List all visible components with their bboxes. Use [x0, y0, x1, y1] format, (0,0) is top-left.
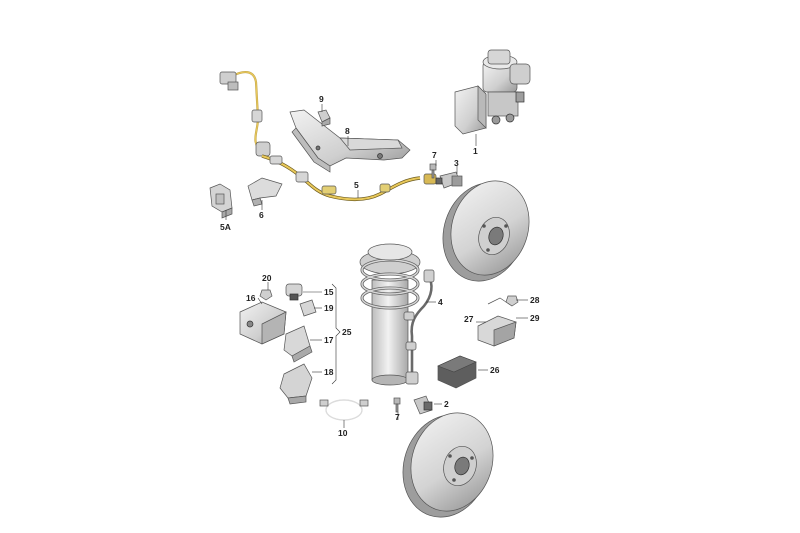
label-27: 27 — [464, 314, 474, 324]
label-25: 25 — [342, 327, 352, 337]
label-18: 18 — [324, 367, 334, 377]
wheel-speed-sensor-3 — [435, 171, 463, 189]
bracket-17 — [283, 325, 313, 363]
label-8: 8 — [345, 126, 350, 136]
bracket-6 — [247, 177, 283, 207]
label-20: 20 — [262, 273, 272, 283]
label-5a: 5A — [220, 222, 231, 232]
module-16 — [239, 301, 287, 345]
part-labels: 1 9 8 7 3 5 5A 6 20 15 16 19 25 17 18 4 … — [220, 94, 540, 438]
label-9: 9 — [319, 94, 324, 104]
brake-disc-upper — [442, 180, 530, 282]
label-3: 3 — [454, 158, 459, 168]
harness-4 — [403, 269, 435, 385]
nut-28 — [505, 295, 519, 307]
holder-5a — [209, 183, 233, 219]
bracket-19 — [299, 299, 317, 317]
label-2: 2 — [444, 399, 449, 409]
label-19: 19 — [324, 303, 334, 313]
bolt-7-upper — [429, 163, 437, 179]
spring-strut — [359, 243, 421, 386]
label-29: 29 — [530, 313, 540, 323]
label-15: 15 — [324, 287, 334, 297]
leader-lines — [225, 104, 528, 428]
label-7-upper: 7 — [432, 150, 437, 160]
group-bracket-25 — [331, 283, 341, 385]
sensor-harness-5 — [261, 154, 437, 202]
label-28: 28 — [530, 295, 540, 305]
label-7-lower: 7 — [395, 412, 400, 422]
harness-upper-grey — [219, 70, 271, 157]
nut-20 — [259, 289, 273, 301]
carrier-bracket — [289, 109, 411, 173]
clip-15 — [285, 283, 303, 301]
bolt-7-lower — [393, 397, 401, 413]
label-4: 4 — [438, 297, 443, 307]
bracket-18 — [279, 363, 313, 405]
clamp-10 — [319, 399, 369, 421]
label-1: 1 — [473, 146, 478, 156]
label-6: 6 — [259, 210, 264, 220]
bracket-27 — [477, 297, 517, 347]
mount-26 — [437, 355, 477, 389]
label-16: 16 — [246, 293, 256, 303]
label-10: 10 — [338, 428, 348, 438]
label-26: 26 — [490, 365, 500, 375]
label-5: 5 — [354, 180, 359, 190]
label-17: 17 — [324, 335, 334, 345]
clip-9 — [317, 109, 331, 127]
abs-control-unit — [454, 49, 531, 146]
brake-disc-lower — [402, 412, 494, 518]
wheel-speed-sensor-2 — [413, 395, 433, 415]
